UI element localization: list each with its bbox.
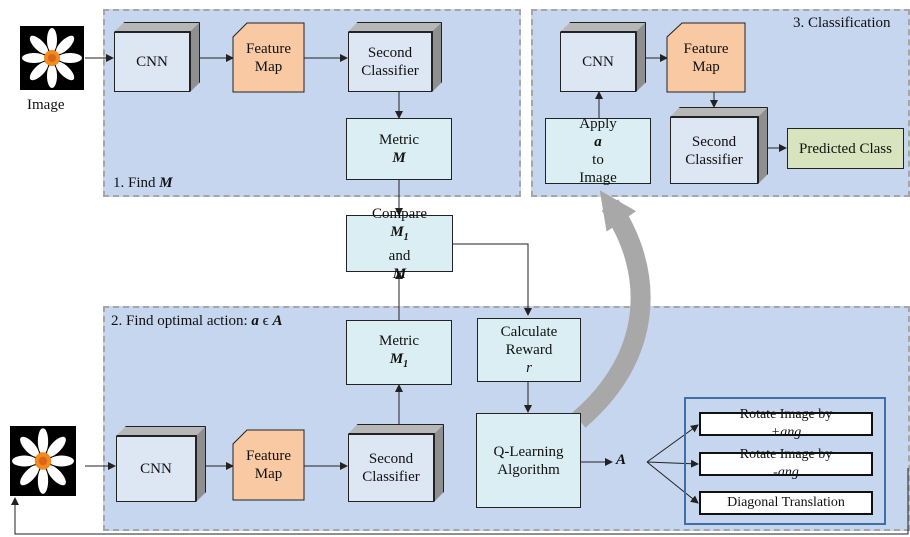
metric-m-label: Metric: [379, 132, 419, 148]
reward-line2: Reward r: [506, 341, 553, 377]
apply-text: Apply: [579, 116, 617, 132]
panel-find-action-var2: A: [272, 313, 283, 329]
feature-map-bottom: Feature Map: [233, 430, 304, 500]
panel-find-action-sym: ϵ: [258, 313, 273, 329]
input-image-top: [20, 26, 84, 90]
panel-find-m-var: M: [159, 175, 173, 191]
action-diagonal: Diagonal Translation: [699, 491, 873, 515]
metric-m1-var: M: [389, 350, 404, 367]
action-frame: [684, 397, 886, 525]
image-label: Image: [27, 97, 65, 113]
panel-classification-title: 3. Classification: [793, 15, 891, 31]
second-classifier-bottom: Second Classifier: [348, 424, 444, 502]
reward-box: Calculate Reward r: [477, 318, 581, 382]
second-classifier-classification-line1: Second: [691, 133, 737, 150]
action-diagonal-label: Diagonal Translation: [727, 495, 845, 510]
panel-find-action-var1: a: [251, 313, 259, 329]
curved-arrow: [572, 190, 651, 428]
panel-find-action-title: 2. Find optimal action: a ϵ A: [111, 313, 283, 330]
compare-var2: M: [392, 265, 407, 282]
qlearning-box: Q-Learning Algorithm: [476, 413, 581, 508]
action-set-label: A: [616, 452, 627, 468]
metric-m1-expression: M1: [390, 350, 408, 374]
daisy-icon: [10, 426, 76, 496]
cnn-top: CNN: [114, 22, 200, 92]
panel-find-m-title: 1. Find M: [113, 175, 173, 192]
input-image-bottom: [10, 426, 76, 496]
feature-map-top: Feature Map: [233, 23, 304, 92]
reward-text: Reward: [505, 342, 553, 358]
action-rotate-plus: Rotate Image by +ang: [699, 407, 873, 440]
qlearning-line2: Algorithm: [497, 461, 560, 478]
feature-map-classification: Feature Map: [667, 23, 745, 92]
daisy-icon: [20, 26, 84, 90]
cnn-top-face: CNN: [114, 32, 190, 92]
feature-map-classification-line2: Map: [692, 58, 720, 75]
arrow-feedback-loop: [11, 468, 909, 535]
apply-box: Apply a to Image: [545, 115, 651, 186]
cnn-bottom-face: CNN: [116, 436, 196, 502]
compare-expression: M1 and M: [389, 223, 411, 283]
action-rotate-minus: Rotate Image by -ang: [699, 447, 873, 480]
compare-var1: M: [390, 223, 404, 240]
action-rotate-plus-var: +ang: [770, 425, 802, 440]
feature-map-shape-top: [232, 22, 305, 93]
second-classifier-classification: Second Classifier: [670, 107, 768, 184]
apply-var: a: [594, 134, 602, 150]
cnn-bottom-label: CNN: [140, 461, 172, 477]
action-rotate-minus-label: Rotate Image by: [739, 447, 833, 462]
apply-line1: Apply a: [579, 115, 617, 151]
apply-line2: to: [592, 152, 604, 168]
predicted-class-label: Predicted Class: [799, 140, 892, 157]
cnn-classification: CNN: [560, 22, 646, 92]
cnn-top-label: CNN: [136, 54, 168, 70]
second-classifier-bottom-line1: Second: [368, 451, 414, 467]
feature-map-shape-bottom: [232, 429, 305, 501]
metric-m-var: M: [392, 150, 406, 166]
cnn-bottom: CNN: [116, 426, 206, 502]
metric-m1-sub: 1: [403, 358, 409, 370]
metric-m1-box: Metric M1: [346, 320, 452, 385]
compare-box: Compare M1 and M: [346, 206, 453, 282]
second-classifier-bottom-face: Second Classifier: [348, 434, 434, 502]
second-classifier-classification-line2: Classifier: [685, 151, 743, 168]
apply-line3: Image: [579, 170, 617, 186]
action-rotate-plus-text: Rotate Image by +ang: [740, 406, 833, 442]
second-classifier-top-face: Second Classifier: [348, 32, 432, 92]
feature-map-bottom-line1: Feature: [246, 448, 291, 464]
second-classifier-bottom-line2: Classifier: [362, 469, 420, 485]
metric-m-box: Metric M: [346, 118, 452, 180]
cnn-classification-label: CNN: [582, 54, 614, 70]
arrow-a-to-diagonal: [646, 461, 699, 504]
compare-sub1: 1: [403, 231, 409, 243]
cnn-classification-face: CNN: [560, 32, 636, 92]
reward-line1: Calculate: [500, 324, 558, 340]
action-rotate-plus-label: Rotate Image by: [739, 407, 833, 422]
second-classifier-top: Second Classifier: [348, 22, 442, 92]
compare-and: and: [388, 247, 411, 264]
feature-map-shape-classification: [666, 22, 746, 93]
arrow-a-to-rotate-plus: [646, 424, 699, 463]
feature-map-bottom-line2: Map: [254, 466, 283, 482]
predicted-class-box: Predicted Class: [787, 128, 904, 169]
compare-label: Compare: [372, 205, 427, 222]
second-classifier-top-line1: Second: [367, 45, 413, 61]
second-classifier-top-line2: Classifier: [361, 63, 419, 79]
feature-map-classification-line1: Feature: [683, 40, 729, 57]
arrow-compare-to-reward: [453, 243, 532, 316]
metric-m1-label: Metric: [379, 332, 419, 349]
action-rotate-minus-var: -ang: [773, 465, 799, 480]
panel-find-action-text: 2. Find optimal action:: [111, 313, 252, 329]
action-rotate-minus-text: Rotate Image by -ang: [740, 446, 833, 482]
reward-var: r: [526, 360, 532, 376]
second-classifier-classification-face: Second Classifier: [670, 117, 758, 184]
feature-map-top-line2: Map: [254, 58, 283, 75]
arrow-a-to-rotate-minus: [646, 459, 699, 468]
qlearning-line1: Q-Learning: [493, 443, 564, 460]
feature-map-top-line1: Feature: [246, 40, 291, 57]
panel-find-m-text: 1. Find: [113, 175, 160, 191]
